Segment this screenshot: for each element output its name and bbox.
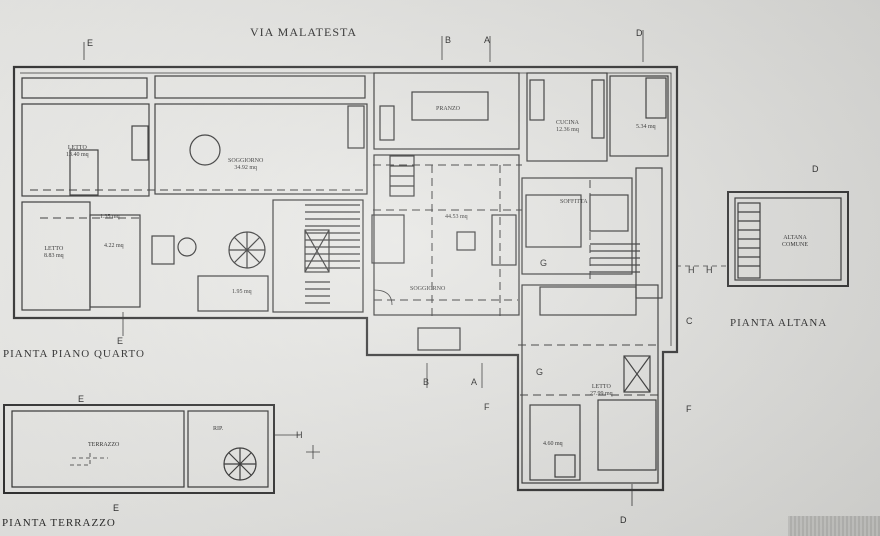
room-ripost: 1.95 mq [232, 289, 252, 295]
section-mark-e-terrazzo-top: E [78, 394, 85, 404]
section-mark-h-1: H [688, 265, 695, 275]
room-rip: RIP. [213, 426, 224, 432]
altana-title: PIANTA ALTANA [730, 317, 828, 329]
room-name: ALTANA [783, 235, 807, 241]
section-mark-g-1: G [540, 258, 548, 268]
room-altana: ALTANA COMUNE [782, 235, 808, 249]
room-letto-1: LETTO 13.40 mq [66, 145, 89, 159]
room-bagno-kitchen: 5.34 mq [636, 124, 656, 130]
room-area: 27.99 mq [590, 391, 613, 398]
section-mark-d-altana: D [812, 164, 819, 174]
main-outer-wall [12, 65, 679, 492]
room-terrazzo: TERRAZZO [88, 442, 120, 448]
room-cucina: CUCINA 12.36 mq [556, 120, 579, 134]
room-name: LETTO [67, 145, 87, 151]
room-soggiorno-1: SOGGIORNO 34.92 mq [228, 158, 263, 172]
room-name: CUCINA [556, 120, 580, 126]
floor4-title: PIANTA PIANO QUARTO [3, 348, 145, 360]
section-mark-b-bottom: B [423, 377, 430, 387]
room-area: 12.36 mq [556, 127, 579, 134]
room-soffitta: SOFFITTA [560, 199, 588, 205]
room-soggiorno-2-name: SOGGIORNO [410, 286, 446, 292]
section-mark-h-terrazzo: H [296, 430, 303, 440]
room-bagno-1: 4.22 mq [104, 243, 124, 249]
room-bagno-3: 4.60 mq [543, 441, 563, 447]
section-mark-d-bottom: D [620, 515, 627, 525]
room-area: 13.40 mq [66, 152, 89, 159]
section-mark-a-top: A [484, 35, 491, 45]
section-mark-e-top: E [87, 38, 94, 48]
room-letto-3: LETTO 27.99 mq [590, 384, 613, 398]
section-mark-c: C [686, 316, 693, 326]
section-mark-a-bottom: A [471, 377, 478, 387]
room-name: LETTO [591, 384, 611, 390]
section-mark-d-top: D [636, 28, 643, 38]
street-label: VIA MALATESTA [250, 25, 358, 39]
section-mark-f-left: F [484, 402, 490, 412]
room-letto-2: LETTO 8.83 mq [44, 246, 64, 260]
room-bagno-small: 1.35 mq [100, 214, 120, 220]
terrazzo-title: PIANTA TERRAZZO [2, 517, 116, 529]
section-mark-f-right: F [686, 404, 692, 414]
screen-edge [788, 516, 880, 536]
section-mark-e-left: E [117, 336, 124, 346]
room-name: SOGGIORNO [228, 158, 264, 164]
room-soggiorno-2-area: 44.53 mq [445, 214, 468, 220]
room-name: LETTO [44, 246, 64, 252]
room-area: 8.83 mq [44, 253, 64, 260]
room-sub: COMUNE [782, 242, 809, 249]
section-mark-g-2: G [536, 367, 544, 377]
section-mark-e-terrazzo-bottom: E [113, 503, 120, 513]
section-mark-h-2: H [706, 265, 713, 275]
room-area: 34.92 mq [234, 165, 257, 172]
section-mark-b-top: B [445, 35, 452, 45]
room-pranzo: PRANZO [436, 106, 461, 112]
